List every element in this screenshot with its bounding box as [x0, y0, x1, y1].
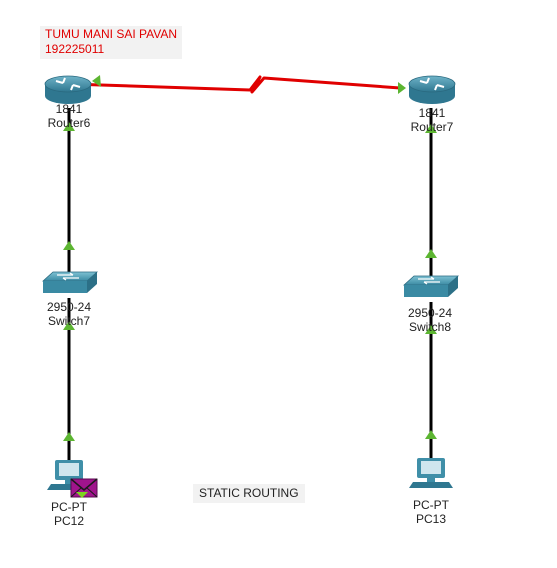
- pc13-model: PC-PT: [413, 498, 449, 512]
- router7-label: 1841 Router7: [406, 106, 458, 134]
- pc13-name: PC13: [415, 512, 447, 526]
- link-up-indicator: [92, 75, 101, 87]
- link-up-indicator: [63, 432, 75, 441]
- link-up-indicator: [63, 241, 75, 250]
- link-router6-router7[interactable]: [69, 75, 401, 94]
- link-up-indicator: [425, 124, 437, 133]
- router-icon[interactable]: [44, 75, 92, 104]
- pc12-name: PC12: [53, 514, 85, 528]
- link-up-indicator: [398, 82, 406, 94]
- switch-icon[interactable]: [402, 275, 460, 297]
- link-up-indicator: [425, 430, 437, 439]
- link-up-indicator: [63, 321, 75, 330]
- switch7-model: 2950-24: [46, 300, 92, 314]
- envelope-icon[interactable]: [70, 478, 98, 498]
- link-up-indicator: [425, 249, 437, 258]
- caption-note[interactable]: STATIC ROUTING: [193, 484, 305, 503]
- switch8-label: 2950-24 Switch8: [401, 306, 459, 334]
- link-up-indicator: [63, 122, 75, 131]
- router7-model: 1841: [418, 106, 446, 120]
- router-icon[interactable]: [408, 75, 456, 104]
- router6-label: 1841 Router6: [44, 102, 94, 130]
- router6-name: Router6: [47, 116, 91, 130]
- author-note[interactable]: TUMU MANI SAI PAVAN 192225011: [40, 26, 183, 59]
- switch-icon[interactable]: [41, 271, 99, 293]
- author-id: 192225011: [45, 42, 105, 56]
- switch7-name: Switch7: [47, 314, 91, 328]
- pc12-label: PC-PT PC12: [44, 500, 94, 528]
- link-up-indicator: [425, 325, 437, 334]
- switch8-model: 2950-24: [407, 306, 453, 320]
- switch8-name: Switch8: [408, 320, 452, 334]
- router6-model: 1841: [55, 102, 83, 116]
- pc-icon[interactable]: [409, 458, 453, 488]
- switch7-label: 2950-24 Switch7: [40, 300, 98, 328]
- pc13-label: PC-PT PC13: [406, 498, 456, 526]
- pc12-model: PC-PT: [51, 500, 87, 514]
- author-name: TUMU MANI SAI PAVAN: [45, 27, 178, 41]
- router7-name: Router7: [410, 120, 454, 134]
